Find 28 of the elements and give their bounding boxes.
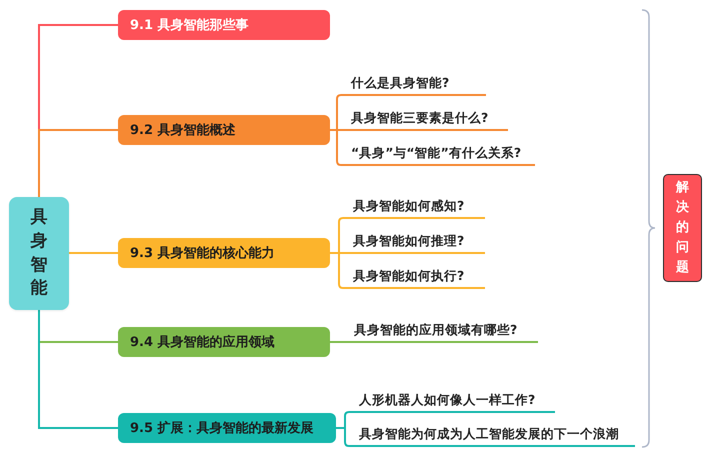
connector-line [38, 129, 118, 197]
topic-label: 9.1 具身智能那些事 [130, 17, 249, 34]
connector-line [69, 252, 118, 254]
question-text: 什么是具身智能? [351, 74, 450, 92]
central-topic-box [9, 197, 69, 310]
connector-line [330, 341, 345, 343]
question-text: 具身智能的应用领域有哪些? [354, 322, 518, 338]
connector-line [336, 427, 350, 447]
topic-label: 9.4 具身智能的应用领域 [130, 334, 275, 351]
topic-label: 9.2 具身智能概述 [130, 122, 236, 139]
topic-box [118, 327, 330, 357]
question-text: “具身”与“智能”有什么关系? [351, 144, 522, 162]
topic-box [118, 10, 330, 40]
topic-label: 9.5 扩展：具身智能的最新发展 [130, 420, 314, 437]
question-text: 人形机器人如何像人一样工作? [359, 392, 536, 408]
topic-box [118, 115, 330, 145]
question-text: 具身智能为何成为人工智能发展的下一个浪潮 [359, 426, 619, 442]
question-text: 具身智能如何感知? [353, 198, 464, 214]
question-text: 具身智能如何执行? [353, 268, 464, 284]
summary-box [663, 174, 702, 282]
central-topic-text: 具身智能 [30, 206, 48, 300]
summary-text: 解决的问题 [676, 178, 689, 278]
question-text: 具身智能三要素是什么? [351, 110, 488, 126]
topic-box [118, 413, 336, 443]
connector-line [38, 310, 118, 429]
question-text: 具身智能如何推理? [353, 232, 464, 250]
topic-box [118, 238, 330, 268]
topic-label: 9.3 具身智能的核心能力 [130, 244, 275, 262]
